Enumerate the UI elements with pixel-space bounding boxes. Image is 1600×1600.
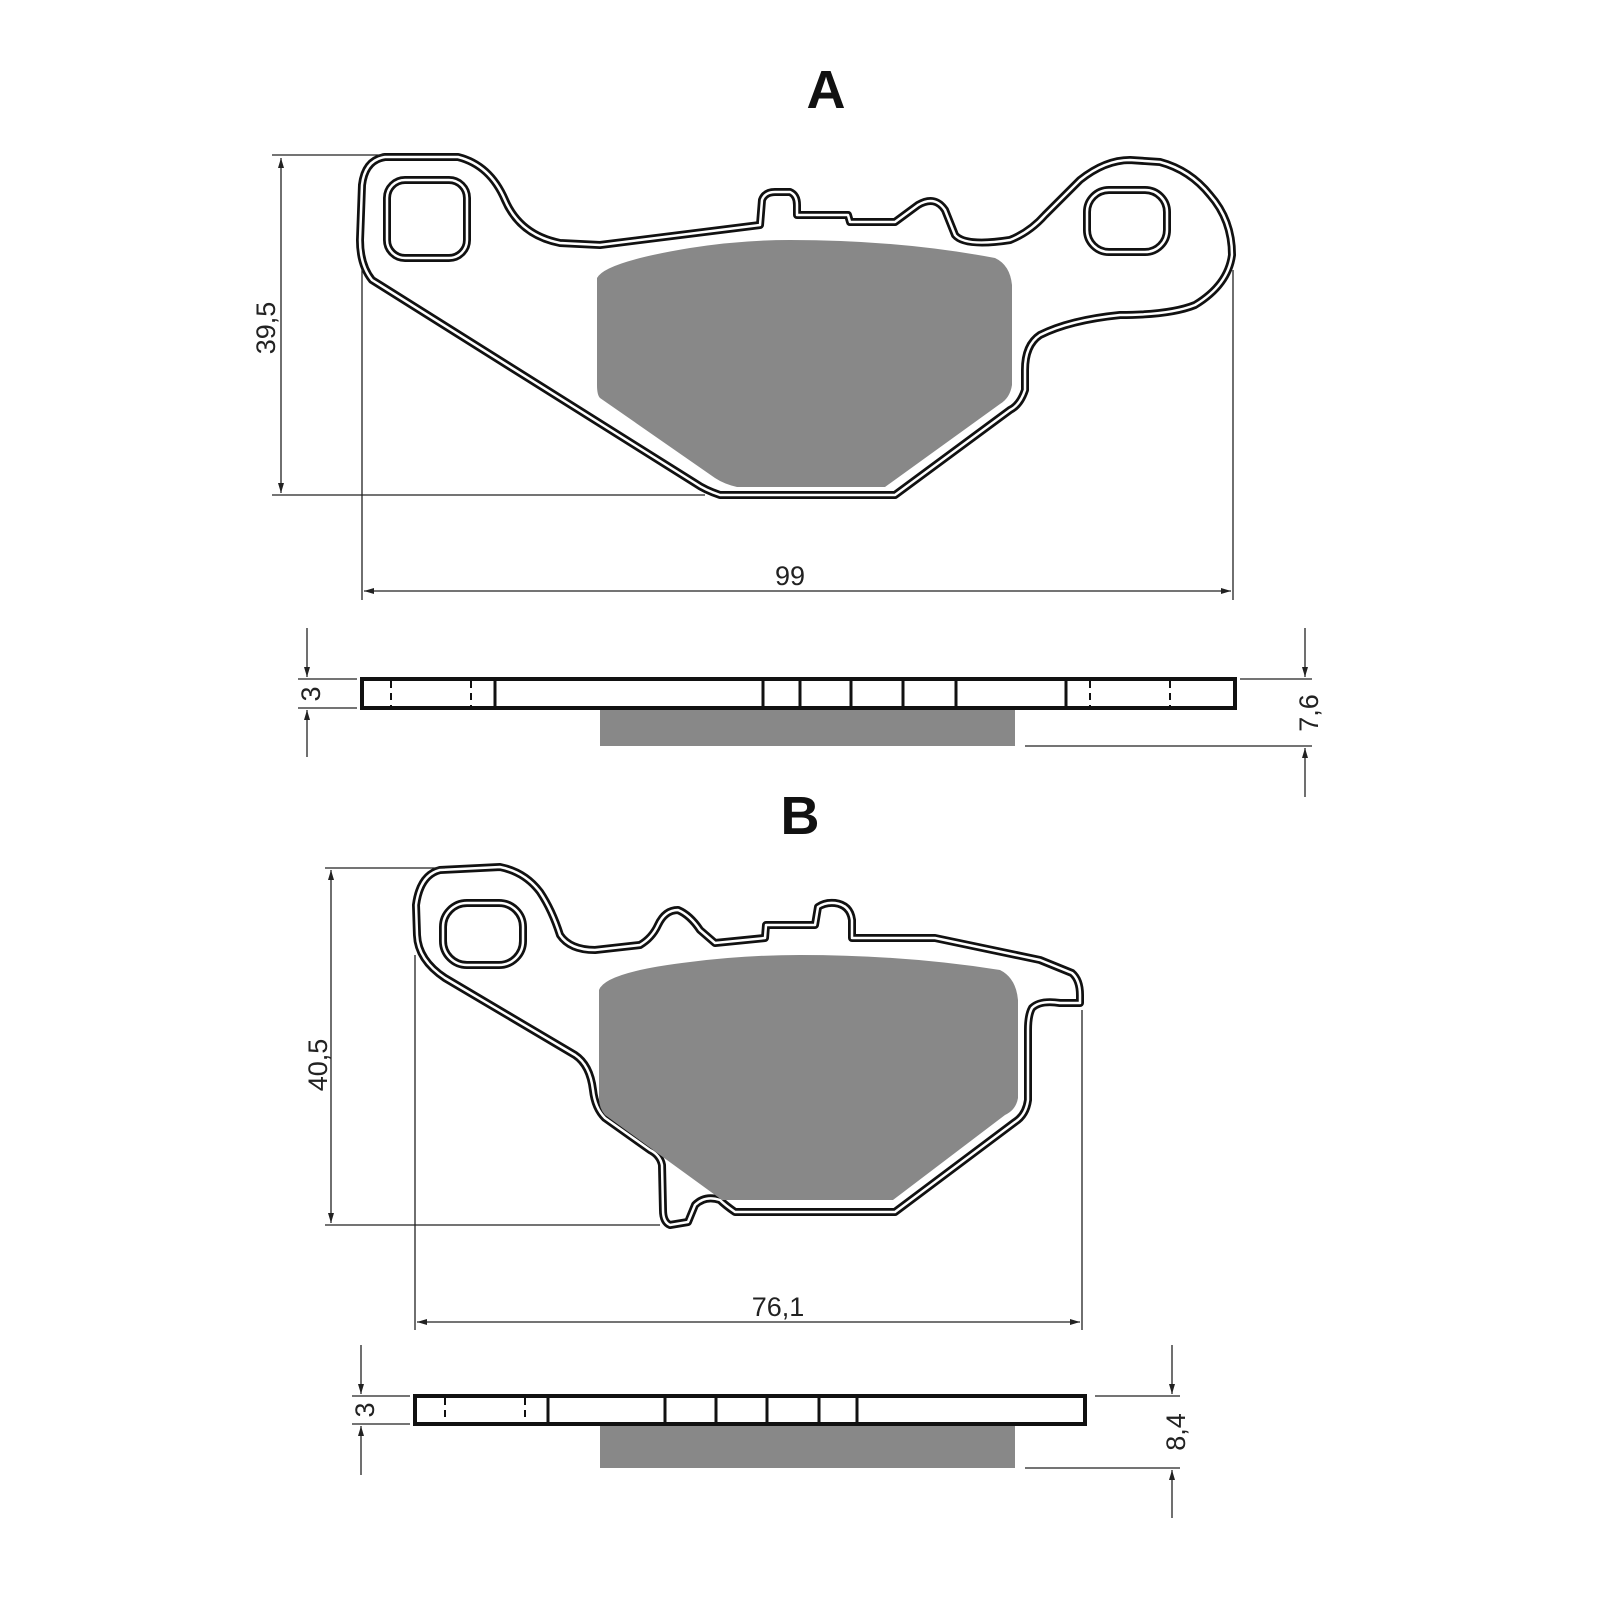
- pad-a-backplate-thickness: 3: [296, 686, 326, 701]
- pad-a-width-dimension: 99: [361, 270, 1234, 600]
- pad-b-side-backplate: [413, 1394, 1087, 1426]
- pad-a-label: A: [807, 60, 846, 120]
- pad-b-mounting-hole: [439, 899, 527, 969]
- pad-a-mounting-hole-left: [383, 176, 471, 262]
- pad-b-height-dimension: 40,5: [303, 867, 660, 1226]
- pad-b-side-view: 3 8,4: [350, 1345, 1191, 1518]
- pad-a-side-friction: [600, 708, 1015, 746]
- pad-b-width-dimension: 76,1: [414, 955, 1083, 1330]
- pad-a-front-view: [356, 153, 1236, 499]
- pad-b-side-friction: [600, 1424, 1015, 1468]
- pad-b-front-view: [412, 863, 1084, 1229]
- pad-a-width-value: 99: [775, 561, 805, 591]
- pad-b-backplate-thickness: 3: [350, 1402, 380, 1417]
- pad-b-width-value: 76,1: [752, 1292, 805, 1322]
- pad-a-height-value: 39,5: [251, 302, 281, 355]
- pad-a-height-dimension: 39,5: [251, 154, 705, 496]
- pad-b-friction-material: [599, 955, 1018, 1200]
- pad-b-label: B: [781, 786, 820, 846]
- pad-b-height-value: 40,5: [303, 1039, 333, 1092]
- pad-a-mounting-hole-right: [1083, 186, 1171, 256]
- pad-a-total-thickness: 7,6: [1294, 694, 1324, 732]
- pad-a-friction-material: [597, 240, 1012, 487]
- pad-a-side-view: 3 7,6: [296, 628, 1324, 797]
- pad-b-total-thickness: 8,4: [1161, 1413, 1191, 1451]
